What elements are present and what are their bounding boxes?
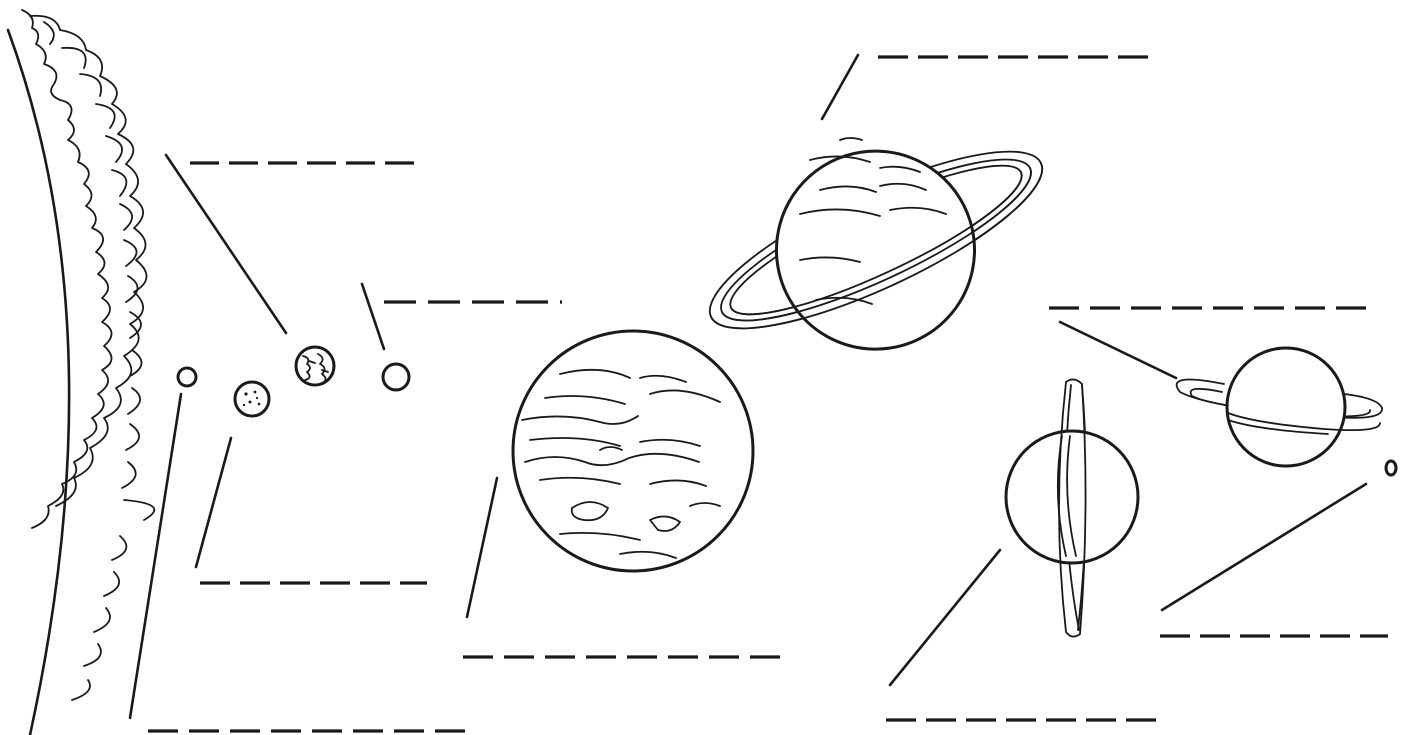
small-planet-icon [178,368,196,386]
earth-like-planet-icon [296,347,334,385]
pointer-line [166,155,286,333]
vertical-ring-planet-icon [1006,379,1138,636]
pointer-line [1060,322,1176,378]
pointer-line [196,438,231,567]
dotted-planet-icon [235,382,269,416]
tiny-dwarf-planet-icon [1386,461,1396,475]
small-planet-icon [383,364,409,390]
banded-gas-giant-icon [513,331,753,571]
ringed-planet-icon [1177,348,1382,466]
pointer-line [822,55,858,119]
pointer-line [130,394,181,718]
answer-blanks [148,57,1388,731]
pointer-line [467,478,497,617]
sun-icon [8,10,154,735]
pointer-line [1162,484,1366,610]
pointer-line [890,550,1000,685]
pointer-line [362,284,384,349]
ringed-gas-giant-icon [691,120,1061,361]
pointer-lines [130,55,1366,718]
